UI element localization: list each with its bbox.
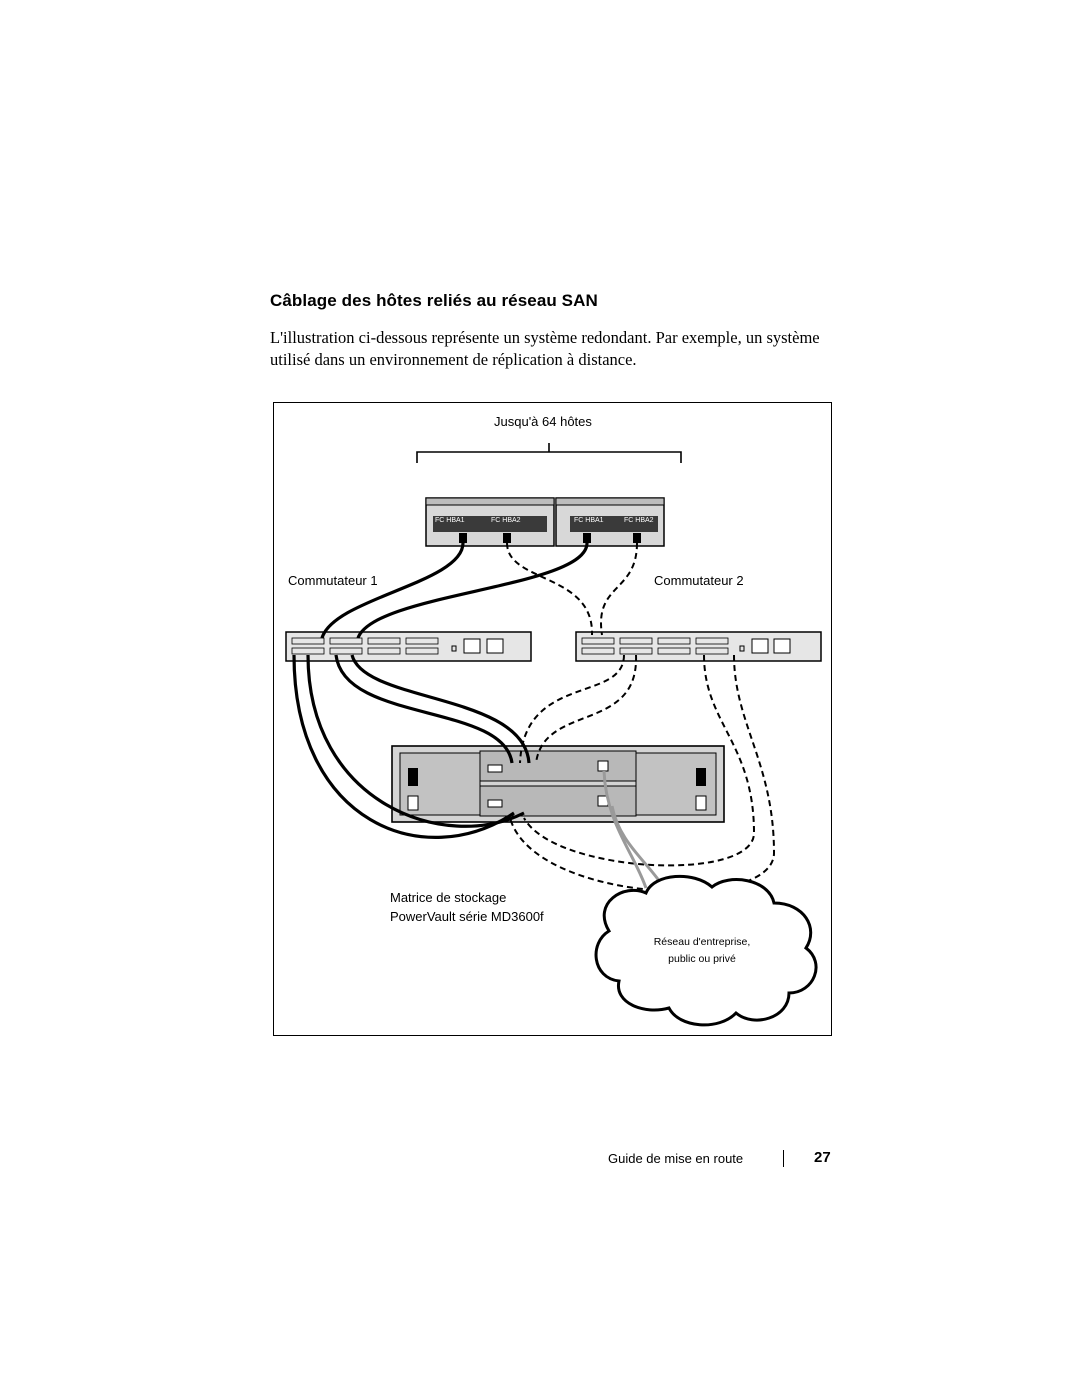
- footer-separator: [783, 1150, 784, 1167]
- cables-switch-1: [292, 542, 589, 839]
- cables-switch-2: [506, 542, 776, 893]
- switch-2: [575, 631, 822, 662]
- network-label-line1: Réseau d'entreprise,: [653, 936, 751, 948]
- storage-label-line1: Matrice de stockage: [390, 890, 507, 905]
- host-server-1: [425, 497, 555, 547]
- diagram-drawing: [285, 443, 822, 1027]
- host-2-hba2-label: FC HBA2: [624, 517, 654, 524]
- hosts-label: Jusqu'à 64 hôtes: [494, 414, 592, 429]
- host-server-2: [555, 497, 665, 547]
- network-cloud: [594, 874, 818, 1027]
- storage-array: [391, 745, 725, 823]
- footer-title: Guide de mise en route: [608, 1151, 744, 1166]
- section-heading: Câblage des hôtes reliés au réseau SAN: [270, 291, 598, 310]
- hosts-bracket: [416, 443, 682, 463]
- host-1-hba1-label: FC HBA1: [435, 517, 465, 524]
- switch-1: [285, 631, 532, 662]
- page-number: 27: [814, 1149, 831, 1166]
- host-2-hba1-label: FC HBA1: [574, 517, 604, 524]
- san-cabling-diagram: Jusqu'à 64 hôtes Commutateur 1 Commutate…: [273, 402, 832, 1036]
- switch-2-label: Commutateur 2: [654, 573, 744, 588]
- switch-1-label: Commutateur 1: [288, 573, 378, 588]
- host-1-hba2-label: FC HBA2: [491, 517, 521, 524]
- intro-paragraph: L'illustration ci-dessous représente un …: [270, 328, 820, 369]
- network-label-line2: public ou privé: [668, 953, 736, 965]
- storage-label-line2: PowerVault série MD3600f: [390, 909, 544, 924]
